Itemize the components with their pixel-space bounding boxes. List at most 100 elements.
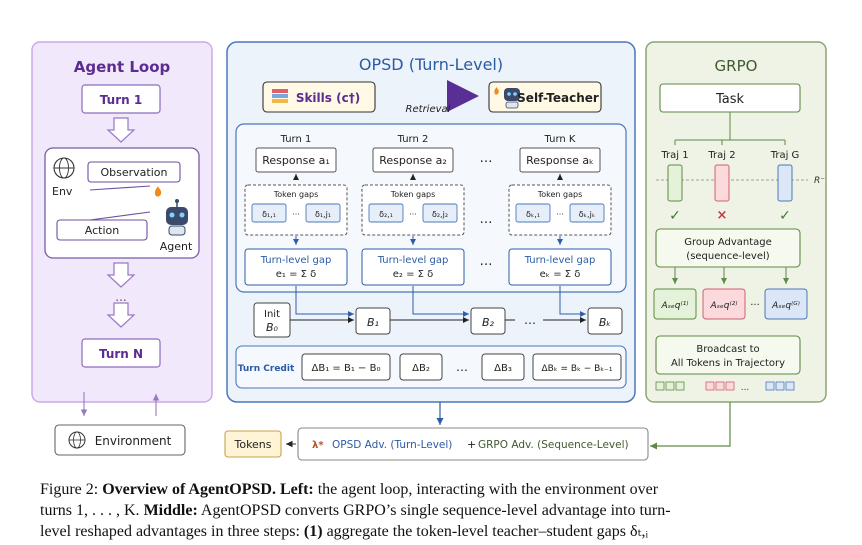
turn-column-2: Turn 2 Response a₂ Token gaps δ₂,₁ ··· δ…: [361, 134, 465, 286]
turn-header: Turn 1: [280, 134, 312, 145]
skills-icon: [272, 89, 288, 103]
inner-dots: ···: [292, 210, 300, 219]
grpo-adv-label: GRPO Adv. (Sequence-Level): [478, 439, 629, 451]
bk-box: [587, 307, 623, 335]
traj-bar: [714, 164, 730, 202]
b0-label: B₀: [266, 321, 279, 334]
group-advantage-box: [655, 228, 801, 268]
group-advantage-label: Group Advantage: [684, 237, 772, 248]
credit-box: [301, 353, 391, 381]
aseq-dots: ···: [750, 300, 760, 311]
grpo-panel: GRPO Task Traj 1 Traj 2 Traj G R⁻ ✓ × ✓ …: [645, 41, 827, 403]
delta-cell: [368, 203, 404, 223]
response-box: [255, 147, 337, 173]
b1-label: B₁: [367, 316, 379, 329]
plus-label: +: [467, 438, 476, 451]
init-label: Init: [264, 309, 280, 320]
aseq-box: [764, 288, 808, 320]
response-label: Response aₖ: [526, 154, 594, 167]
response-label: Response a₁: [262, 154, 329, 167]
aseq-box: [653, 288, 697, 320]
opsd-adv-label: OPSD Adv. (Turn-Level): [332, 439, 452, 451]
aseq-label: Aₛₑq⁽ᴳ⁾: [771, 301, 800, 311]
delta-label: δ₁,j₁: [315, 210, 331, 219]
broadcast-label: Broadcast to: [696, 344, 759, 355]
turn-gap-title: Turn-level gap: [377, 255, 449, 266]
turn-n-label: Turn N: [99, 347, 143, 361]
aseq-box: [702, 288, 746, 320]
observation-box: [87, 161, 181, 183]
action-box: [56, 219, 148, 241]
delta-cell: [422, 203, 458, 223]
delta-cell: [251, 203, 287, 223]
aseq-label: Aₛₑq⁽¹⁾: [660, 301, 688, 311]
retrieval-label: Retrieval: [406, 104, 451, 115]
down-arrow-icon: [106, 117, 136, 143]
credit-label: ΔB₁ = B₁ − B₀: [312, 363, 381, 374]
caption-text: aggregate the token-level teacher–studen…: [322, 523, 649, 540]
inner-dots: ···: [409, 210, 417, 219]
turn-gap-title: Turn-level gap: [524, 255, 596, 266]
traj-label: Traj 2: [707, 150, 735, 161]
credit-label: ΔB₃: [494, 363, 512, 374]
down-arrow-icon: [106, 302, 136, 328]
delta-cell: [305, 203, 341, 223]
ellipsis: …: [480, 151, 493, 166]
combined-advantage-box: [297, 427, 649, 461]
tokens-box: [224, 430, 282, 458]
broadcast-sub: All Tokens in Trajectory: [671, 358, 785, 369]
traj-label: Traj G: [770, 150, 800, 161]
self-teacher-label: Self-Teacher: [517, 91, 599, 105]
env-label: Env: [52, 185, 73, 198]
delta-label: δ₂,j₂: [432, 210, 448, 219]
caption-text: Figure 2:: [40, 481, 103, 498]
credit-box: [399, 353, 443, 381]
delta-label: δ₂,₁: [379, 210, 393, 219]
observation-label: Observation: [101, 166, 168, 179]
environment-box: Environment: [54, 424, 186, 456]
opsd-panel: OPSD (Turn-Level) Skills (c†) Retrieval …: [226, 41, 636, 403]
loop-dots: ...: [115, 290, 126, 304]
turn-gap-title: Turn-level gap: [260, 255, 332, 266]
b2-label: B₂: [482, 316, 495, 329]
aseq-label: Aₛₑq⁽²⁾: [709, 301, 737, 311]
token-gaps-box: [244, 184, 348, 236]
skills-box: [262, 81, 376, 113]
robot-icon: [494, 87, 520, 109]
chain-ellipsis: …: [524, 313, 536, 327]
response-box: [519, 147, 601, 173]
turn-gap-box: [508, 248, 612, 286]
turn-gap-eq: e₂ = Σ δ: [393, 269, 434, 280]
credit-box: [532, 353, 622, 381]
delta-label: δₖ,₁: [526, 210, 540, 219]
agent-label: Agent: [160, 240, 193, 253]
turn-gap-eq: eₖ = Σ δ: [540, 269, 581, 280]
globe-icon: [53, 157, 75, 179]
caption-bold: Overview of AgentOPSD.: [102, 481, 276, 498]
token-gaps-label: Token gaps: [390, 190, 436, 199]
turn-header: Turn K: [544, 134, 576, 145]
tokens-label: Tokens: [233, 438, 271, 451]
caption-bold: (1): [303, 523, 323, 540]
grpo-title: GRPO: [715, 57, 758, 75]
traj-bar: [777, 164, 793, 202]
credit-box: [481, 353, 525, 381]
credit-label: ΔBₖ = Bₖ − Bₖ₋₁: [541, 364, 612, 374]
turn-header: Turn 2: [397, 134, 429, 145]
credit-ellipsis: …: [456, 360, 468, 374]
turn-1-box: [81, 84, 161, 114]
turn-1-label: Turn 1: [100, 93, 142, 107]
inner-dots: ···: [556, 210, 564, 219]
ellipsis: …: [480, 254, 493, 269]
response-label: Response a₂: [379, 154, 446, 167]
figure-caption: Figure 2: Overview of AgentOPSD. Left: t…: [40, 479, 840, 542]
delta-cell: [569, 203, 605, 223]
response-box: [372, 147, 454, 173]
r-label: R⁻: [814, 176, 825, 186]
turn-gap-eq: e₁ = Σ δ: [276, 269, 317, 280]
token-squares: [655, 381, 795, 391]
caption-text: turns 1, . . . , K.: [40, 502, 144, 519]
turn-credit-label: Turn Credit: [238, 364, 295, 374]
check-icon: ✓: [669, 208, 681, 224]
turn-n-box: [81, 338, 161, 368]
